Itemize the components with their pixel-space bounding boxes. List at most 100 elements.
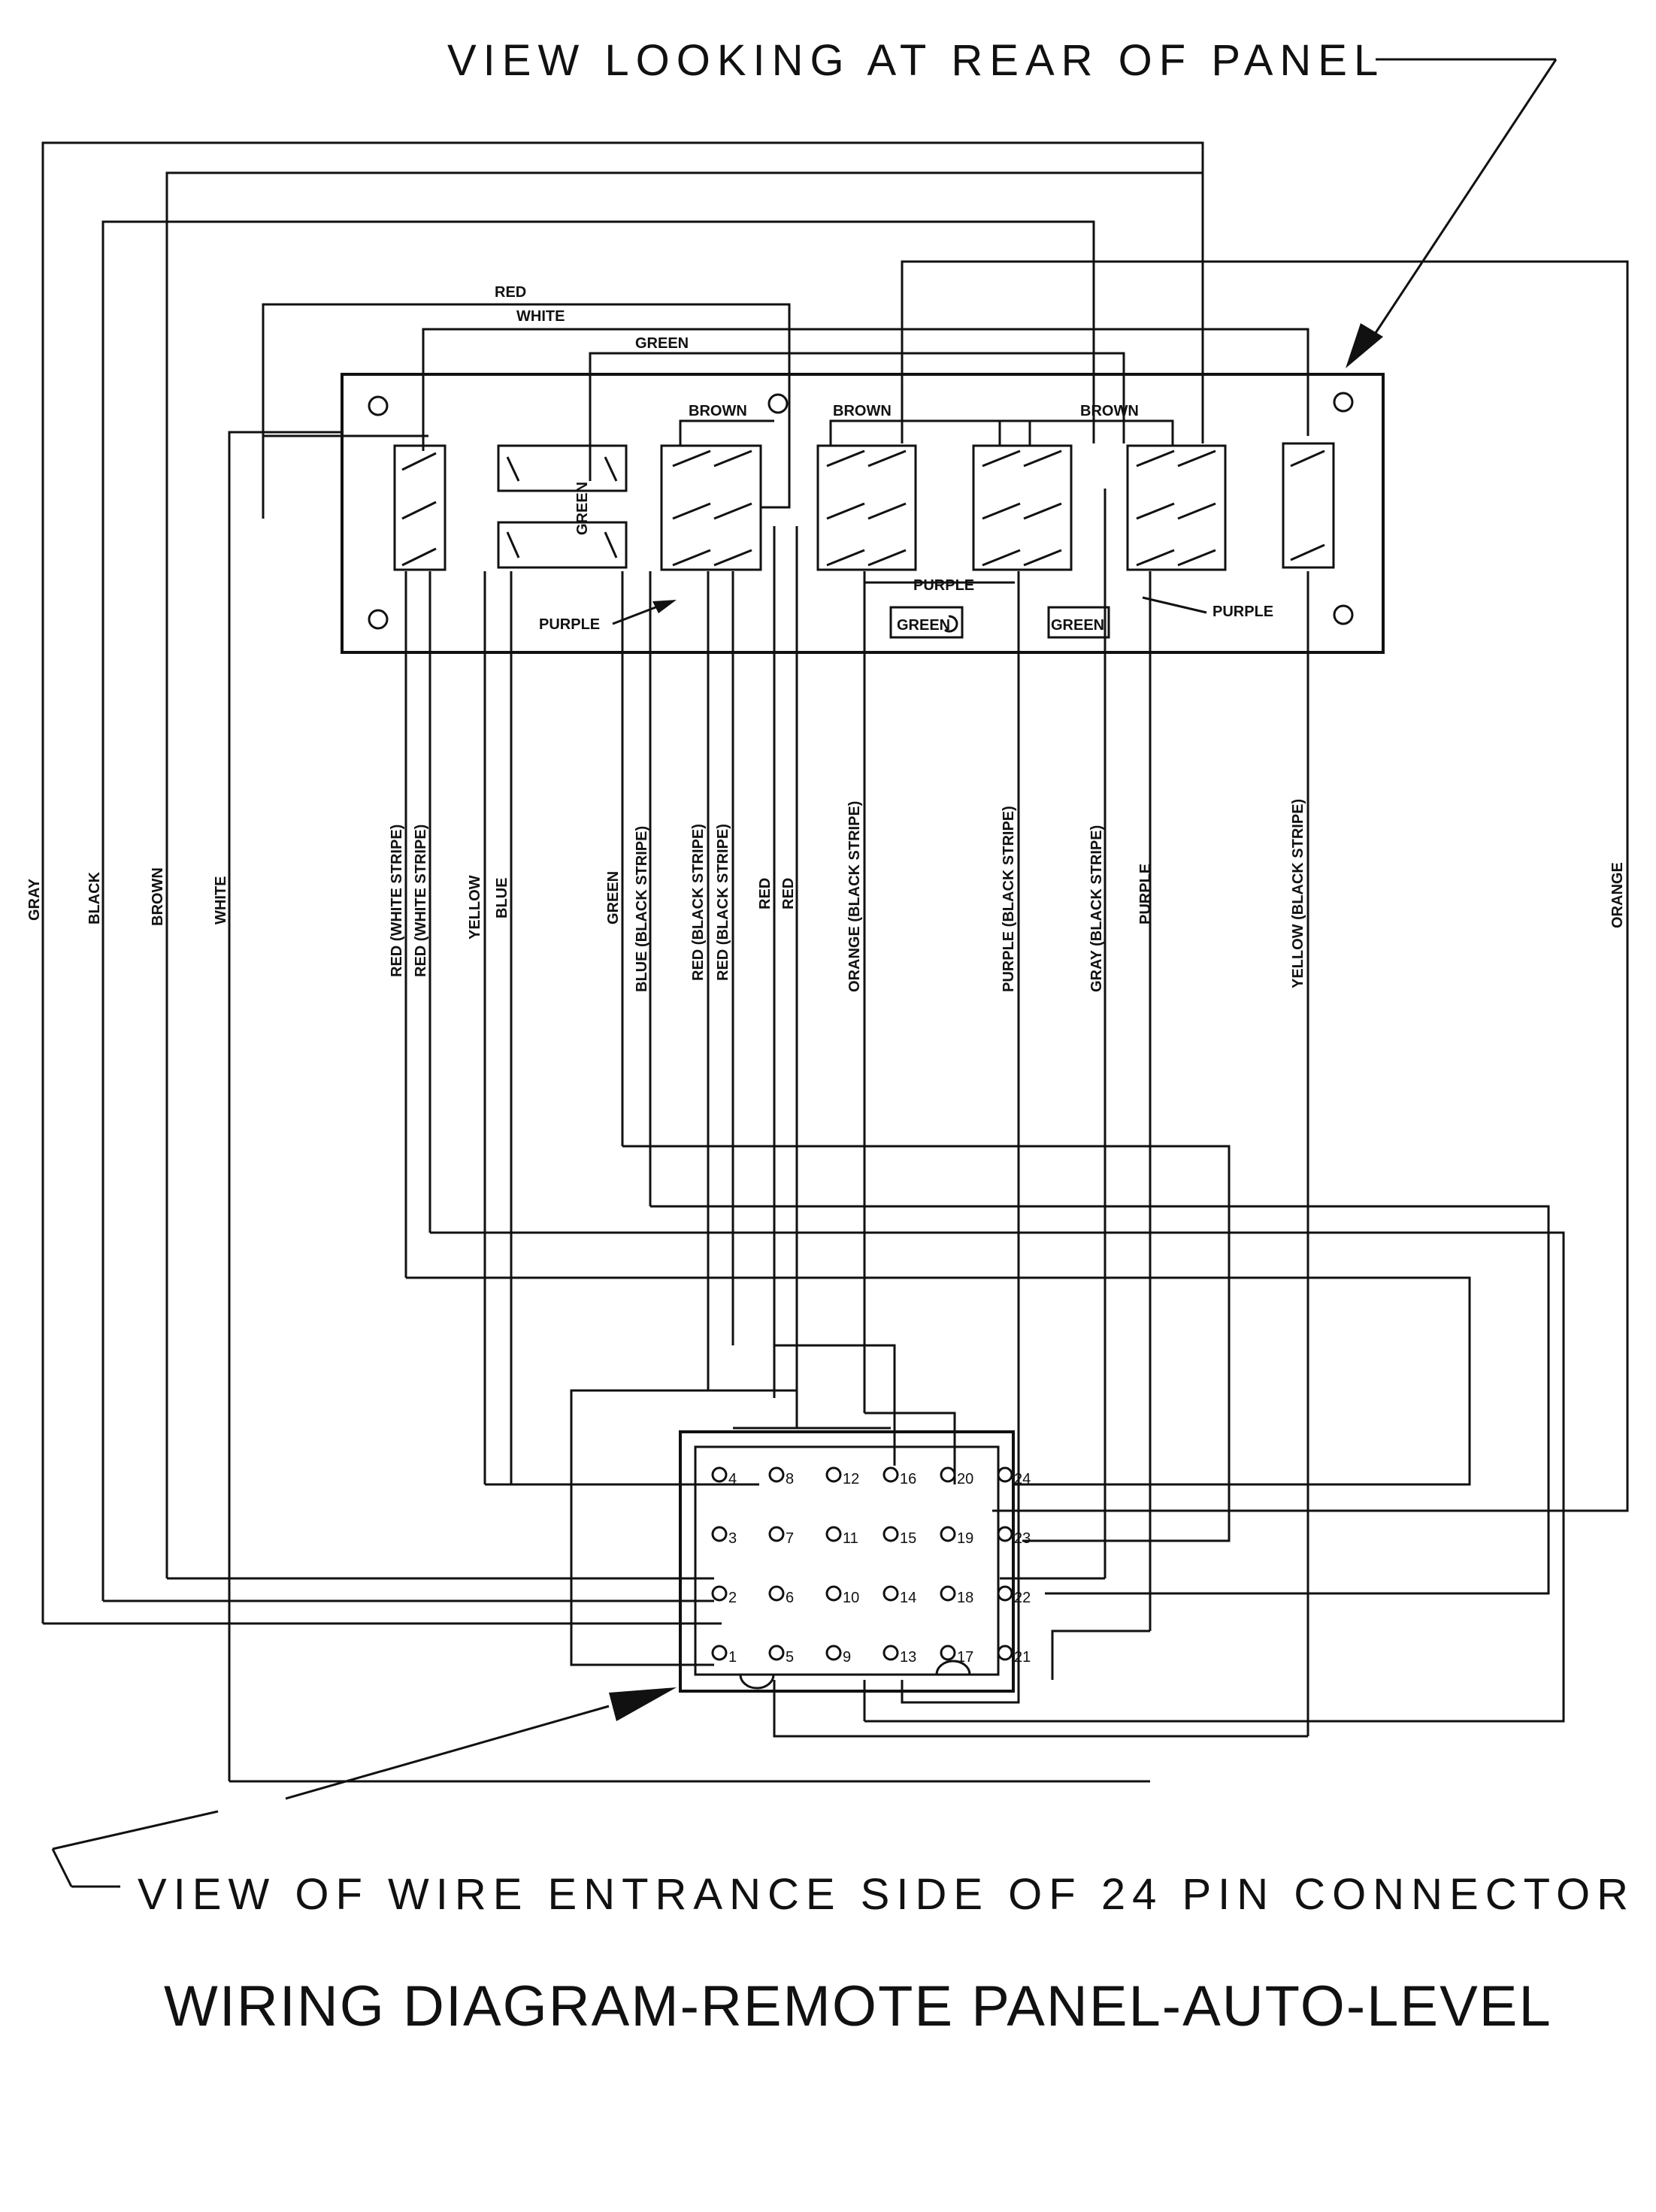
wire-label: RED (WHITE STRIPE) — [389, 825, 405, 977]
wire-label: GRAY (BLACK STRIPE) — [1088, 825, 1105, 992]
svg-text:PURPLE: PURPLE — [539, 616, 600, 633]
connector-pin-label: 23 — [1014, 1530, 1031, 1547]
wire-label: PURPLE (BLACK STRIPE) — [1001, 806, 1017, 992]
panel-mount-hole — [368, 609, 389, 630]
connector-pin — [997, 1585, 1013, 1602]
connector-pin — [882, 1466, 899, 1483]
svg-text:BROWN: BROWN — [833, 403, 892, 419]
connector-pin-label: 15 — [900, 1530, 916, 1547]
wire-label: ORANGE — [1609, 862, 1626, 928]
connector-pin — [768, 1526, 785, 1542]
connector-pin-label: 5 — [786, 1649, 794, 1666]
panel-mount-hole — [767, 393, 789, 414]
connector-pin — [825, 1466, 842, 1483]
connector-pin — [768, 1585, 785, 1602]
connector-pin-label: 11 — [843, 1530, 858, 1547]
connector-pin-label: 9 — [843, 1649, 851, 1666]
connector-pin — [711, 1585, 728, 1602]
svg-text:PURPLE: PURPLE — [1212, 604, 1273, 620]
connector-pin — [882, 1585, 899, 1602]
panel-switch-2: GREEN — [497, 444, 628, 569]
connector-pin-label: 1 — [728, 1649, 737, 1666]
connector-pin — [768, 1645, 785, 1661]
panel-switch-6 — [1126, 444, 1227, 571]
connector-pin — [940, 1645, 956, 1661]
wire-label: RED — [757, 878, 774, 909]
connector-pin-label: 2 — [728, 1590, 737, 1606]
svg-text:GREEN: GREEN — [1051, 617, 1104, 634]
connector-pin — [825, 1585, 842, 1602]
svg-text:GREEN: GREEN — [897, 617, 950, 634]
connector-pin-label: 20 — [957, 1471, 973, 1487]
harness-wires — [41, 141, 1629, 1783]
wire-label: GREEN — [605, 871, 622, 924]
rear-panel-caption: VIEW LOOKING AT REAR OF PANEL — [447, 36, 1385, 85]
connector-pin-label: 12 — [843, 1471, 859, 1487]
connector-pin-label: 6 — [786, 1590, 794, 1606]
svg-text:RED: RED — [495, 284, 526, 301]
panel-mount-hole — [1333, 392, 1354, 413]
wire-label: RED — [780, 878, 797, 909]
wire-label: WHITE — [213, 876, 229, 924]
panel-switch-5 — [972, 444, 1073, 571]
connector-pin — [825, 1526, 842, 1542]
svg-text:WHITE: WHITE — [516, 308, 565, 325]
wire-label: PURPLE — [1137, 864, 1154, 924]
connector-pin — [940, 1585, 956, 1602]
panel-mount-hole — [368, 395, 389, 416]
connector-pin-label: 19 — [957, 1530, 973, 1547]
connector-pin — [882, 1645, 899, 1661]
connector-pin-label: 16 — [900, 1471, 916, 1487]
svg-text:BROWN: BROWN — [689, 403, 747, 419]
connector-pin-label: 17 — [957, 1649, 973, 1666]
wire-label: BLUE — [494, 878, 510, 918]
connector-pin-label: 14 — [900, 1590, 916, 1606]
connector-pin — [940, 1466, 956, 1483]
connector-pin-label: 22 — [1014, 1590, 1031, 1606]
wire-label: YELLOW (BLACK STRIPE) — [1290, 799, 1306, 988]
connector-pin — [997, 1526, 1013, 1542]
wire-label: ORANGE (BLACK STRIPE) — [846, 801, 863, 992]
connector-pin — [940, 1526, 956, 1542]
wire-label: BLUE (BLACK STRIPE) — [634, 826, 650, 992]
connector-pin — [882, 1526, 899, 1542]
svg-text:GREEN: GREEN — [635, 335, 689, 352]
wire-label: RED (BLACK STRIPE) — [715, 824, 731, 981]
green-vertical-label: GREEN — [574, 482, 591, 535]
wire-label: RED (WHITE STRIPE) — [413, 825, 429, 977]
connector-pointer-arrow — [51, 1687, 677, 1888]
connector-pin — [768, 1466, 785, 1483]
connector-pin — [711, 1526, 728, 1542]
svg-text:PURPLE: PURPLE — [913, 577, 974, 594]
connector-pin-label: 24 — [1014, 1471, 1031, 1487]
wire-label: BLACK — [86, 871, 103, 924]
wire-label: YELLOW — [467, 875, 483, 940]
connector-pin — [997, 1466, 1013, 1483]
panel-switch-7 — [1282, 442, 1335, 569]
connector-pin-label: 3 — [728, 1530, 737, 1547]
wire-labels: GRAY BLACK BROWN WHITE RED (WHITE STRIPE… — [26, 799, 1626, 992]
wire-label: RED (BLACK STRIPE) — [690, 824, 707, 981]
panel-switch-1 — [393, 444, 447, 571]
connector-pin — [711, 1645, 728, 1661]
remote-panel: GREEN — [341, 373, 1385, 654]
panel-switch-3 — [660, 444, 762, 571]
connector-pin-label: 10 — [843, 1590, 859, 1606]
panel-mount-hole — [1333, 604, 1354, 625]
svg-text:BROWN: BROWN — [1080, 403, 1139, 419]
connector-pin-label: 7 — [786, 1530, 794, 1547]
diagram-title: WIRING DIAGRAM-REMOTE PANEL-AUTO-LEVEL — [164, 1974, 1552, 2038]
wire-label: GRAY — [26, 878, 43, 921]
connector-pin-label: 13 — [900, 1649, 916, 1666]
wire-label: BROWN — [150, 867, 166, 926]
panel-switch-4 — [816, 444, 917, 571]
connector-caption: VIEW OF WIRE ENTRANCE SIDE OF 24 PIN CON… — [138, 1870, 1635, 1919]
connector-pin-label: 21 — [1014, 1649, 1031, 1666]
connector-pin — [711, 1466, 728, 1483]
connector-pin — [825, 1645, 842, 1661]
connector-pin-label: 4 — [728, 1471, 737, 1487]
rear-panel-pointer-arrow — [1346, 58, 1558, 368]
